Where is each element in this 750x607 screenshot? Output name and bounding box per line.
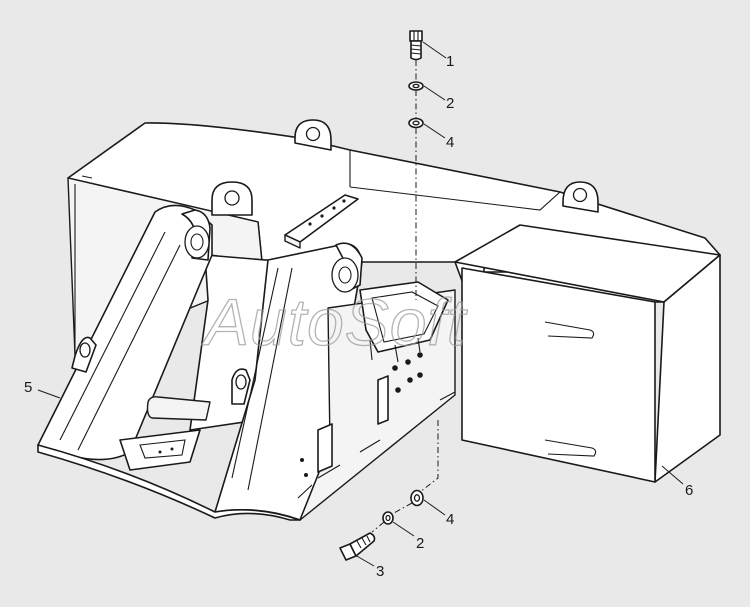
callout-2-top: 2 <box>446 95 454 112</box>
washer-4-bottom <box>410 489 424 507</box>
leader-lines <box>37 41 684 567</box>
loader-frame <box>37 204 456 521</box>
callout-5: 5 <box>24 379 32 396</box>
assembly-axes <box>371 60 439 533</box>
lifting-eye-back <box>294 119 332 151</box>
lifting-eye-left <box>211 181 253 216</box>
side-weight-block <box>454 224 721 483</box>
callout-4-top: 4 <box>446 134 454 151</box>
callout-labels: 1 2 4 5 6 4 2 3 <box>24 53 693 580</box>
watermark: AutoSoft <box>201 285 468 359</box>
callout-3: 3 <box>376 563 384 580</box>
callout-6: 6 <box>685 482 693 499</box>
washer-4-top <box>408 117 424 129</box>
bolt-1 <box>409 30 423 61</box>
lifting-eye-right-back <box>562 181 599 213</box>
washer-2-bottom <box>382 511 394 525</box>
washer-2-top <box>408 81 424 91</box>
callout-1: 1 <box>446 53 454 70</box>
callout-4-bottom: 4 <box>446 511 454 528</box>
mounting-plate <box>284 194 359 249</box>
callout-2-bottom: 2 <box>416 535 424 552</box>
